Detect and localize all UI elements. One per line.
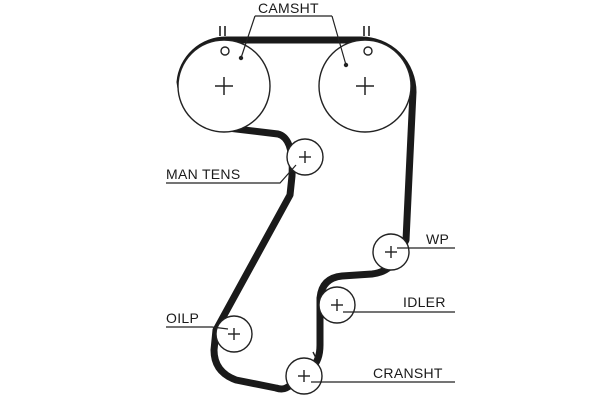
- manual-tensioner-leader-line: [166, 164, 297, 184]
- idler-pulley: [318, 286, 356, 324]
- oil-pump-leader-line: [166, 326, 229, 330]
- oil-pump-pulley: [215, 315, 253, 353]
- water-pump-pulley: [372, 233, 410, 271]
- crankshaft-label: CRANSHT: [373, 365, 443, 381]
- camshaft-leader-lines: [238, 15, 349, 68]
- crankshaft-pulley: [285, 351, 323, 395]
- right-timing-mark-icon: [363, 26, 373, 56]
- left-timing-mark-icon: [219, 26, 230, 56]
- oil-pump-label: OILP: [166, 310, 199, 326]
- idler-label: IDLER: [403, 294, 446, 310]
- manual-tensioner-label: MAN TENS: [166, 166, 241, 182]
- water-pump-label: WP: [426, 231, 449, 247]
- right-camshaft-pulley: [318, 39, 412, 133]
- left-camshaft-pulley: [177, 39, 271, 133]
- camshaft-label: CAMSHT: [258, 0, 319, 16]
- manual-tensioner-pulley: [286, 138, 324, 176]
